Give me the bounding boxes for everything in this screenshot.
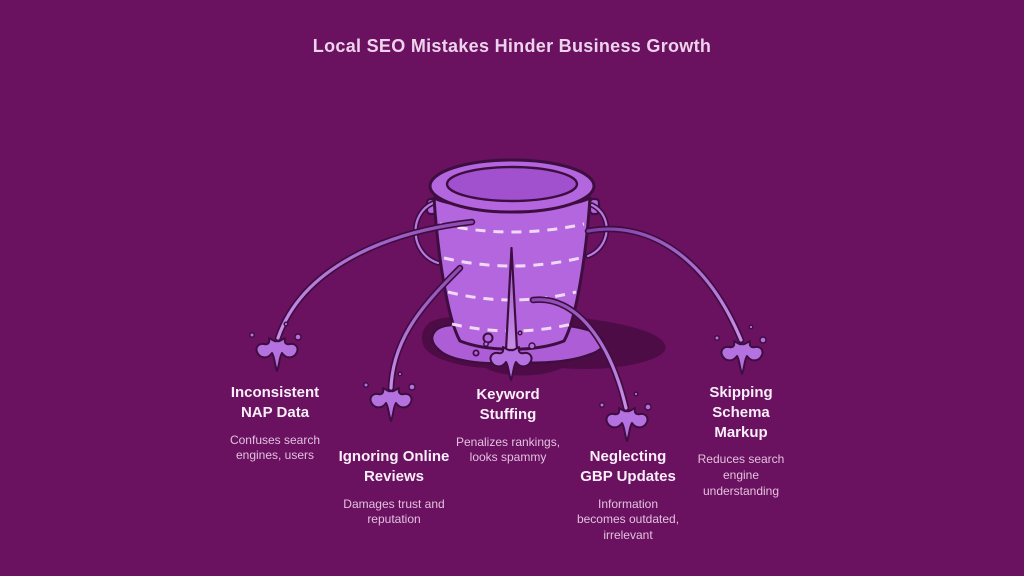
mistake-heading: Keyword Stuffing — [476, 386, 540, 423]
mistake-label-nap: Inconsistent NAP Data Confuses search en… — [187, 383, 363, 464]
leak-stream-schema — [584, 225, 745, 344]
mistake-label-keyword: Keyword Stuffing Penalizes rankings, loo… — [420, 385, 596, 466]
mistake-description: Damages trust and reputation — [343, 496, 445, 527]
bucket-icon — [412, 158, 610, 357]
mistake-label-schema: Skipping Schema Markup Reduces search en… — [653, 383, 829, 499]
mistake-heading: Skipping Schema Markup — [709, 384, 773, 441]
leak-stream-reviews — [387, 264, 464, 392]
mistake-heading: Ignoring Online Reviews — [338, 448, 450, 485]
mistake-heading: Neglecting GBP Updates — [580, 448, 676, 485]
leak-hole — [472, 349, 480, 357]
leak-hole — [482, 332, 494, 344]
leak-stream-nap — [274, 218, 476, 342]
bucket-rim-inner — [445, 165, 579, 203]
mistake-description: Penalizes rankings, looks spammy — [455, 434, 561, 465]
mistake-description: Reduces search engine understanding — [697, 452, 785, 498]
mistake-heading: Inconsistent NAP Data — [230, 384, 320, 421]
mistake-label-gbp: Neglecting GBP Updates Information becom… — [540, 447, 716, 543]
leak-stream-gbp — [529, 296, 630, 412]
page-title: Local SEO Mistakes Hinder Business Growt… — [312, 36, 712, 56]
mistake-description: Confuses search engines, users — [229, 432, 321, 463]
mistake-label-reviews: Ignoring Online Reviews Damages trust an… — [306, 447, 482, 528]
mistake-description: Information becomes outdated, irrelevant — [576, 496, 680, 542]
splash-icon-nap — [248, 321, 302, 372]
